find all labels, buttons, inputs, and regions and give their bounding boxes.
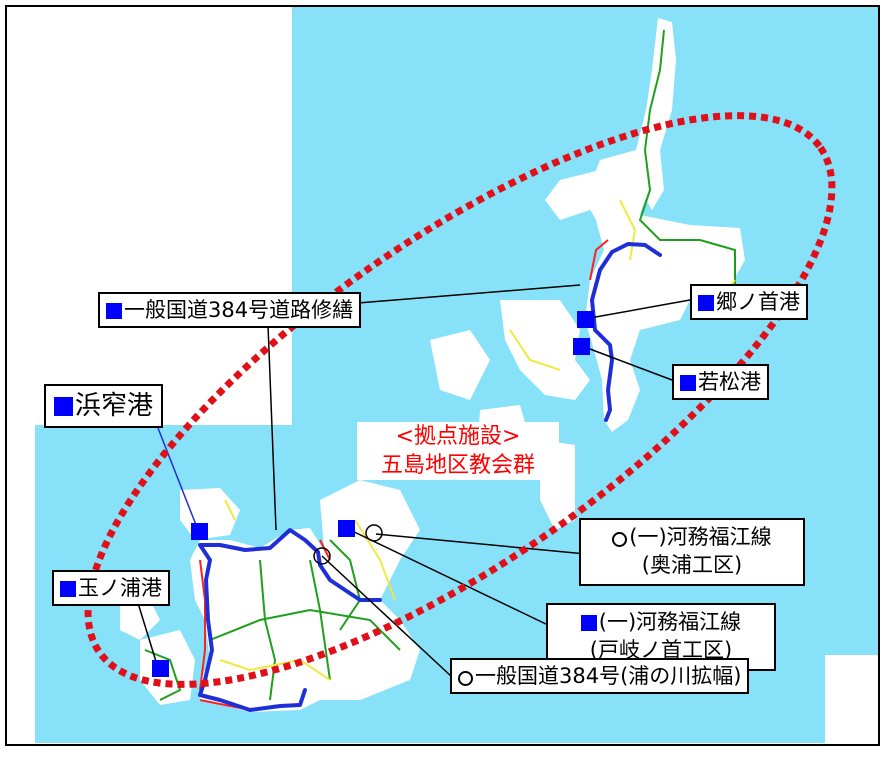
blue-square-icon xyxy=(152,660,169,677)
blue-square-icon xyxy=(106,303,122,319)
blue-square-icon xyxy=(580,615,597,631)
leader-wakamatsu xyxy=(581,345,673,381)
label-gonokubi-port: 郷ノ首港 xyxy=(690,284,808,320)
blue-square-icon xyxy=(54,397,73,416)
blue-square-icon xyxy=(60,581,76,597)
leader-route384-south xyxy=(267,324,277,531)
leader-hamasako xyxy=(157,427,199,531)
leader-lines xyxy=(137,284,691,678)
base-facility-title: <拠点施設> xyxy=(395,424,521,449)
blue-square-icon xyxy=(191,523,208,540)
label-route384-repair: 一般国道384号道路修繕 xyxy=(98,292,362,328)
label-wakamatsu-port: 若松港 xyxy=(672,364,769,400)
leader-route384-north xyxy=(357,284,581,304)
road-green-fukue1 xyxy=(209,608,401,651)
road-yellow-mid xyxy=(509,329,561,371)
road-green-hisaka xyxy=(329,539,362,631)
sea-southeast xyxy=(805,655,825,743)
road-yellow-hisaka xyxy=(354,519,396,601)
road-yellow-fukue-nw xyxy=(224,499,236,521)
road-red-north xyxy=(589,239,609,281)
label-kawamu-okuura: (一)河務福江線 (奥浦工区) xyxy=(579,518,805,586)
port-markers xyxy=(152,311,594,677)
blue-square-icon xyxy=(680,375,696,391)
leader-uranokawa xyxy=(321,555,453,678)
circle-icon xyxy=(365,524,383,542)
label-route384-uranokawa: 一般国道384号(浦の川拡幅) xyxy=(450,658,750,694)
island-mid1 xyxy=(430,330,490,400)
island-fukue xyxy=(190,528,420,712)
sea-east xyxy=(805,425,878,655)
circle-markers xyxy=(313,524,383,565)
road-red-hisaka xyxy=(319,539,331,561)
blue-square-icon xyxy=(577,311,594,328)
island-mid4 xyxy=(660,235,700,275)
blue-square-icon xyxy=(338,520,355,537)
label-tamanoura-port: 玉ノ浦港 xyxy=(52,570,170,606)
label-hamasako-port: 浜窄港 xyxy=(44,384,164,428)
leader-okuura xyxy=(375,533,587,555)
leader-tokinokubi xyxy=(345,527,549,626)
island-nakadori-east xyxy=(545,170,600,220)
leader-gonokubi xyxy=(589,299,691,319)
road-yellow-north xyxy=(619,199,637,261)
sea-north xyxy=(292,7,878,425)
area-ellipse xyxy=(84,112,836,688)
base-facility: <拠点施設> 五島地区教会群 xyxy=(357,422,559,480)
road-green-fukue2 xyxy=(259,559,277,701)
road-green-west xyxy=(144,649,182,701)
route-384-south xyxy=(198,528,382,712)
road-red-west xyxy=(199,559,206,691)
road-green-north xyxy=(638,29,700,241)
base-facility-name: 五島地区教会群 xyxy=(380,453,535,478)
road-yellow-fukue xyxy=(219,658,331,681)
island-small1 xyxy=(605,280,640,320)
circle-icon xyxy=(458,671,473,686)
circle-icon xyxy=(612,532,628,547)
blue-square-icon xyxy=(573,338,590,355)
leader-tamanoura xyxy=(137,602,159,669)
blue-square-icon xyxy=(698,295,714,311)
road-green-fukue3 xyxy=(309,559,331,681)
island-wakamatsu xyxy=(500,300,590,400)
circle-icon xyxy=(313,547,331,565)
